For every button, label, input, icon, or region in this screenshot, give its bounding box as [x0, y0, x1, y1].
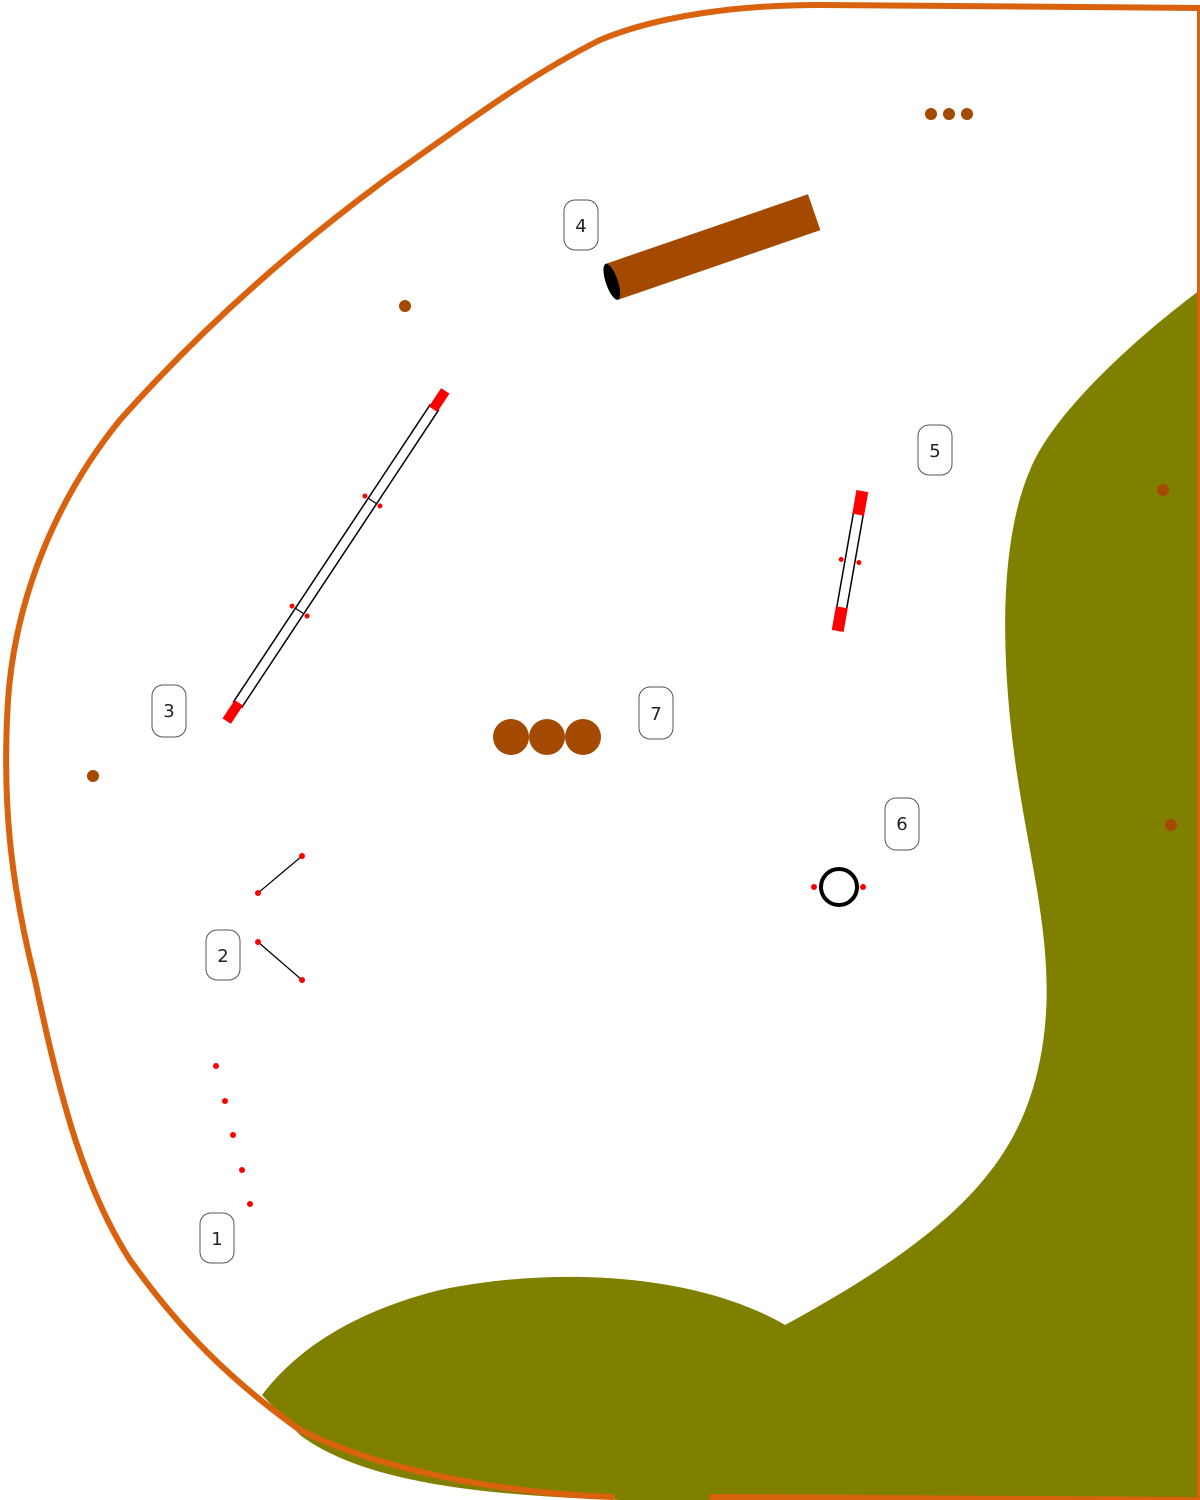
number-marker-5-label: 5 — [929, 441, 940, 462]
grass-area-right — [262, 290, 1200, 1500]
number-marker-4-label: 4 — [575, 216, 586, 237]
table-pad — [565, 719, 601, 755]
ellipsis-marker — [925, 108, 973, 120]
weave-poles[interactable] — [213, 1063, 253, 1207]
number-marker-4[interactable]: 4 — [563, 199, 599, 251]
tyre-ring — [819, 867, 859, 907]
number-marker-6-label: 6 — [896, 814, 907, 835]
dog-walk-plank — [232, 403, 440, 709]
dog-walk[interactable] — [217, 385, 455, 728]
jump-wing — [255, 939, 261, 945]
bar-jump[interactable] — [826, 489, 873, 633]
weave-pole — [230, 1132, 236, 1138]
contact-zone — [428, 388, 450, 412]
support-leg — [304, 613, 310, 619]
table[interactable] — [493, 719, 601, 755]
tunnel[interactable] — [600, 194, 821, 302]
plank-joint — [295, 607, 305, 615]
jump-wing — [255, 890, 261, 896]
number-marker-5[interactable]: 5 — [917, 424, 953, 476]
course-marker-dot — [961, 108, 973, 120]
jump-wing — [852, 490, 869, 516]
jump-wing — [831, 606, 848, 632]
tunnel-body — [605, 194, 821, 300]
support-leg — [362, 493, 368, 499]
tyre-post — [860, 884, 866, 890]
ring-fence — [3, 1, 1200, 1500]
course-marker-dot — [943, 108, 955, 120]
course-marker-dot — [399, 300, 411, 312]
number-marker-3[interactable]: 3 — [151, 684, 187, 738]
weave-pole — [213, 1063, 219, 1069]
support-leg — [289, 603, 295, 609]
tunnel-entrance — [603, 263, 621, 300]
number-marker-1-label: 1 — [211, 1229, 222, 1250]
weave-pole — [247, 1201, 253, 1207]
table-pad — [493, 719, 529, 755]
number-marker-7[interactable]: 7 — [638, 686, 674, 740]
tyre-post — [811, 884, 817, 890]
support-leg — [377, 503, 383, 509]
course-marker-dot — [87, 770, 99, 782]
jump-bar-bottom — [257, 941, 303, 981]
spread-jump[interactable] — [255, 853, 305, 983]
plank-joint — [367, 497, 377, 505]
course-marker-dot — [925, 108, 937, 120]
table-pad — [529, 719, 565, 755]
number-marker-7-label: 7 — [650, 704, 661, 725]
number-marker-3-label: 3 — [163, 701, 174, 722]
jump-cup — [856, 560, 862, 566]
weave-pole — [239, 1167, 245, 1173]
number-marker-6[interactable]: 6 — [884, 797, 920, 851]
weave-pole — [222, 1098, 228, 1104]
jump-wing — [299, 977, 305, 983]
number-marker-2-label: 2 — [217, 946, 228, 967]
number-marker-1[interactable]: 1 — [199, 1212, 235, 1264]
course-marker-dot — [1165, 819, 1177, 831]
jump-bar-top — [257, 855, 303, 894]
jump-wing — [299, 853, 305, 859]
tyre[interactable] — [811, 867, 866, 907]
jump-cup — [838, 556, 844, 562]
course-marker-dot — [1157, 484, 1169, 496]
number-marker-2[interactable]: 2 — [205, 929, 241, 981]
contact-zone — [222, 700, 244, 724]
